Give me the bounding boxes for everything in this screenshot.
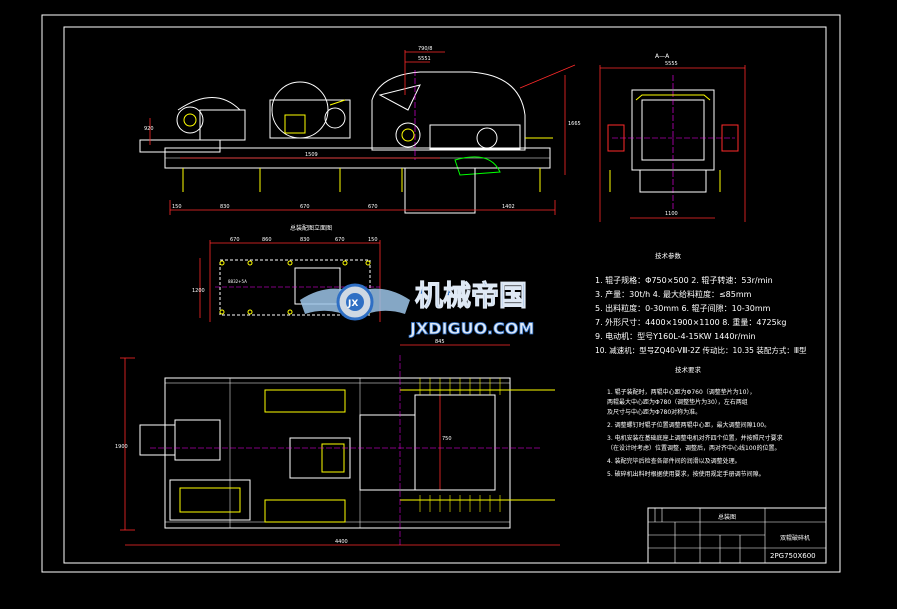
reducer-body bbox=[269, 99, 351, 139]
tech-req-line-7: 4. 装配完毕后检查各部件间的润滑以及调整处理。 bbox=[607, 457, 741, 465]
main-elevation-view: 790/8 5551 1665 920 1509 150 830 670 670… bbox=[139, 46, 581, 232]
side-dim-bottom: 1100 bbox=[665, 211, 678, 217]
reducer-coupling bbox=[284, 114, 306, 134]
roll-left-shaft bbox=[401, 128, 415, 142]
tech-req-title: 技术要求 bbox=[675, 365, 702, 374]
foundation-block bbox=[404, 167, 476, 214]
watermark-cn: 机械帝国 bbox=[415, 279, 527, 312]
found-dim-d3: 830 bbox=[300, 237, 310, 243]
found-dim-mid: 8832+5A bbox=[228, 279, 247, 284]
motor-shaft bbox=[183, 113, 197, 127]
plan-motor-fan bbox=[139, 424, 176, 456]
plan-frame bbox=[164, 377, 511, 529]
watermark-en: JXDIGUO.COM bbox=[409, 319, 534, 338]
plan-spring-coils bbox=[419, 378, 501, 512]
plan-spring-top bbox=[264, 389, 346, 413]
tech-req-line-6: （在设计时考虑）位置调整，调整后，两对齐中心线100的位置。 bbox=[607, 444, 780, 452]
feed-chute bbox=[378, 84, 421, 111]
plan-dim-top: 845 bbox=[435, 339, 445, 345]
found-dim-d1: 670 bbox=[230, 237, 240, 243]
tech-req-line-4: 2. 调整螺钉时辊子位置调整两辊中心距，最大调整间隙100。 bbox=[607, 421, 770, 429]
plan-reducer bbox=[169, 479, 251, 521]
title-block-grid bbox=[648, 508, 826, 563]
plan-dim-bottom: 4400 bbox=[335, 539, 348, 545]
plan-spring-bottom bbox=[264, 499, 346, 523]
reducer-output bbox=[324, 107, 346, 129]
plan-dim-left: 1900 bbox=[115, 444, 128, 450]
foundation-view: 670 860 830 670 150 1200 8832+5A bbox=[192, 237, 381, 322]
side-view: A—A 5555 1100 bbox=[599, 53, 746, 222]
watermark-logo-text: JX bbox=[347, 299, 358, 309]
motor-body bbox=[199, 109, 246, 141]
main-dimension-lines bbox=[149, 50, 576, 215]
foundation-outline bbox=[219, 259, 371, 316]
tech-param-line-5: 9. 电动机：型号Y160L-4-15KW 1440r/min bbox=[595, 331, 756, 341]
bearing-block bbox=[429, 124, 521, 150]
tech-param-line-6: 10. 减速机：型号ZQ40-VⅢ-2Z 传动比：10.35 装配方式：Ⅲ型 bbox=[595, 345, 807, 355]
side-dim-top: 5555 bbox=[665, 61, 678, 67]
dim-b3: 670 bbox=[300, 204, 310, 210]
dim-height: 1665 bbox=[568, 121, 581, 127]
side-dimension-lines bbox=[599, 65, 746, 222]
title-block: 总装图 双辊破碎机 2PG750X600 bbox=[647, 507, 827, 564]
dim-b4: 670 bbox=[368, 204, 378, 210]
side-top-flange bbox=[635, 94, 711, 101]
dim-b5: 1402 bbox=[502, 204, 515, 210]
tech-req-line-5: 3. 电机安装在基础底座上调整电机对齐四个位置，并按照尺寸要求 bbox=[607, 434, 783, 442]
plan-dimension-lines bbox=[120, 344, 560, 546]
found-dim-d2: 860 bbox=[262, 237, 272, 243]
side-left-bearing bbox=[607, 124, 625, 152]
tech-req-line-2: 两辊最大中心距为Φ780（调整垫片为30），左右两组 bbox=[607, 398, 748, 406]
plan-coupling bbox=[289, 437, 351, 479]
tech-params-title: 技术参数 bbox=[655, 251, 682, 260]
side-base bbox=[639, 169, 707, 193]
title-block-frame bbox=[647, 507, 827, 564]
dim-top2: 5551 bbox=[418, 56, 431, 62]
plan-roll-moving bbox=[414, 394, 496, 491]
belt-guard bbox=[177, 97, 241, 111]
outer-frame bbox=[41, 14, 841, 573]
side-right-bearing bbox=[721, 124, 739, 152]
dim-b2: 830 bbox=[220, 204, 230, 210]
reducer-mark bbox=[329, 99, 346, 106]
main-view-title: 总装配图立面图 bbox=[290, 224, 332, 232]
found-dim-d4: 670 bbox=[335, 237, 345, 243]
tech-req-line-1: 1. 辊子装配时，两辊中心距为Φ760（调整垫片为10）， bbox=[607, 388, 755, 396]
roll-right-bearing bbox=[476, 127, 498, 149]
tech-requirements: 技术要求 1. 辊子装配时，两辊中心距为Φ760（调整垫片为10）， 两辊最大中… bbox=[607, 365, 783, 478]
found-dim-d5: 150 bbox=[368, 237, 378, 243]
motor-pulley bbox=[176, 106, 204, 134]
tech-param-line-2: 3. 产量：30t/h 4. 最大给料粒度：≤85mm bbox=[595, 289, 752, 299]
roll-left-bearing bbox=[395, 122, 421, 148]
found-dim-w: 1200 bbox=[192, 288, 205, 294]
tech-param-line-3: 5. 出料粒度：0-30mm 6. 辊子间隙：10-30mm bbox=[595, 303, 771, 313]
watermark: JX 机械帝国 JXDIGUO.COM bbox=[300, 279, 535, 338]
watermark-gear-core bbox=[346, 293, 364, 311]
title-machine-name: 双辊破碎机 bbox=[780, 534, 810, 542]
plan-view: 1900 4400 845 750 bbox=[115, 339, 560, 546]
title-code: 2PG750X600 bbox=[770, 552, 816, 560]
discharge-chute bbox=[454, 156, 501, 176]
title-drawing-type: 总装图 bbox=[718, 513, 736, 521]
tech-param-line-4: 7. 外形尺寸：4400×1900×1100 8. 重量：4725kg bbox=[595, 317, 786, 327]
anchor-bolts bbox=[182, 168, 541, 192]
dim-left-h: 920 bbox=[144, 126, 154, 132]
plan-reducer-inner bbox=[179, 487, 241, 513]
motor-base bbox=[139, 139, 221, 153]
inner-frame bbox=[63, 26, 827, 564]
tech-params: 技术参数 1. 辊子规格：Φ750×500 2. 辊子转速：53r/min 3.… bbox=[595, 251, 807, 355]
dim-b1: 150 bbox=[172, 204, 182, 210]
dim-span: 1509 bbox=[305, 152, 318, 158]
tech-param-line-1: 1. 辊子规格：Φ750×500 2. 辊子转速：53r/min bbox=[595, 275, 773, 285]
crusher-housing bbox=[371, 71, 526, 151]
side-view-title: A—A bbox=[655, 53, 670, 60]
plan-dim-roll: 750 bbox=[442, 436, 452, 442]
dim-top1: 790/8 bbox=[418, 46, 432, 52]
tech-req-line-3: 及尺寸与中心距为Φ780对称为准。 bbox=[607, 408, 701, 416]
plan-coupling-inner bbox=[321, 443, 345, 473]
tech-req-line-8: 5. 破碎机出料时根据使用要求，按使用规定手册调节间隙。 bbox=[607, 470, 765, 478]
